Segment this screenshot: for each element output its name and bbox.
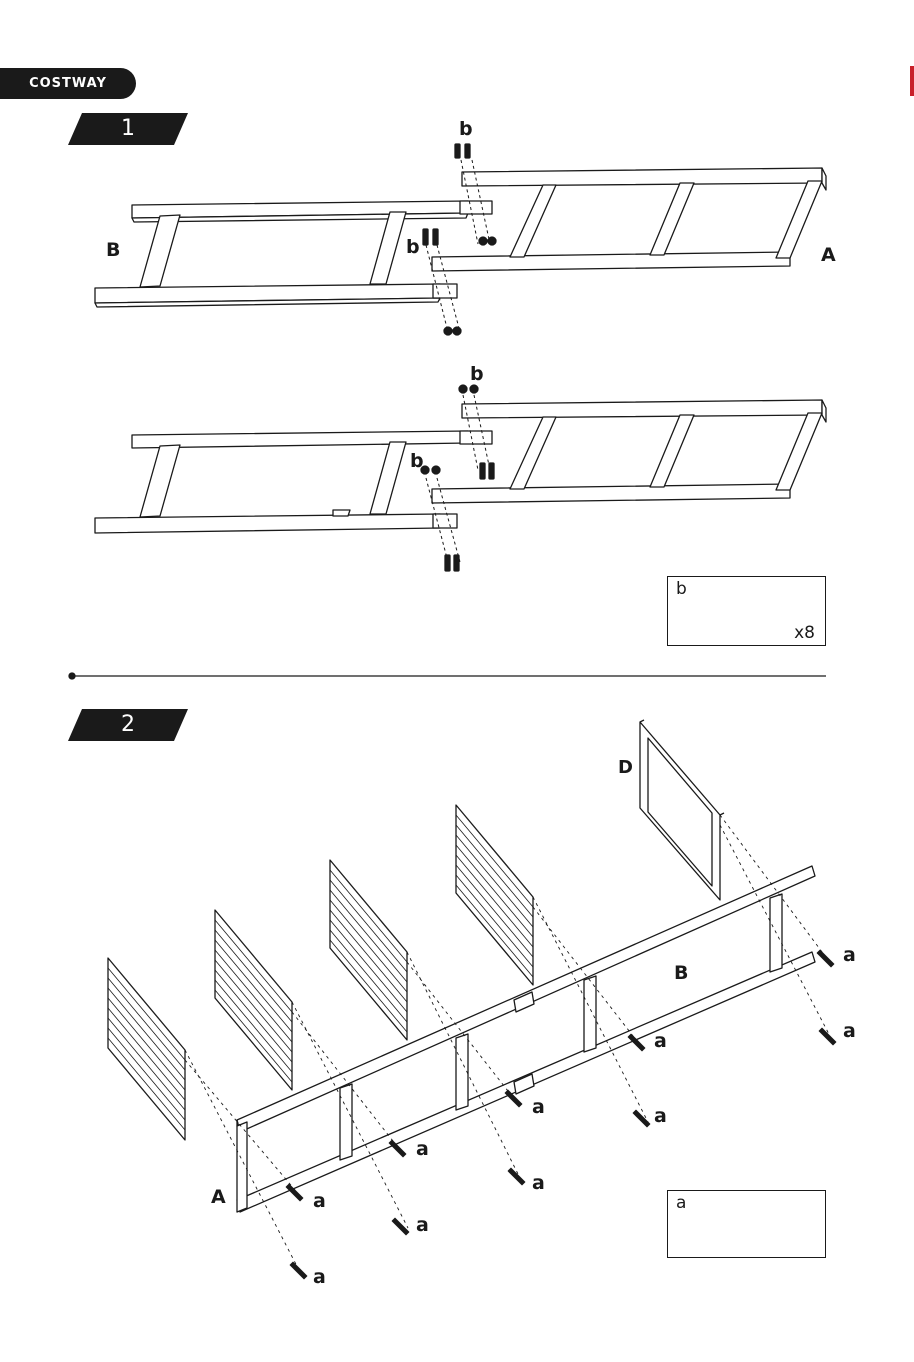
part-quantity: x8 [794, 623, 815, 643]
label-b-top: b [459, 118, 473, 140]
screw-label: a [532, 1172, 545, 1194]
screw-label: a [843, 944, 856, 966]
screw-label: a [313, 1266, 326, 1288]
label-part-A: A [821, 244, 836, 266]
part-letter: b [676, 579, 687, 599]
frame-b-lower [95, 431, 492, 533]
part-b-box: b x8 [667, 576, 826, 646]
screw-label: a [654, 1030, 667, 1052]
label-b-middle-2: b [410, 450, 424, 472]
slat-panel-1 [108, 958, 185, 1140]
label-b-top-2: b [470, 363, 484, 385]
panel-d [640, 720, 724, 900]
frame-a-upper [432, 168, 826, 271]
label-part-D: D [618, 757, 633, 778]
label-part-B: B [106, 239, 120, 261]
slat-panel-4 [456, 805, 533, 985]
screw-label: a [843, 1020, 856, 1042]
slat-panel-3 [330, 860, 407, 1040]
screw-label: a [416, 1214, 429, 1236]
label-part-A-step2: A [211, 1186, 226, 1208]
part-letter: a [676, 1193, 686, 1213]
part-a-box: a [667, 1190, 826, 1258]
screw-label: a [532, 1096, 545, 1118]
frame-a-lower [432, 400, 826, 503]
frame-b-upper [95, 201, 492, 307]
screw-label: a [654, 1105, 667, 1127]
label-b-middle: b [406, 236, 420, 258]
screw-label: a [416, 1138, 429, 1160]
label-part-B-step2: B [674, 962, 688, 984]
divider-dot [69, 673, 75, 679]
screw-label: a [313, 1190, 326, 1212]
slat-panel-2 [215, 910, 292, 1090]
